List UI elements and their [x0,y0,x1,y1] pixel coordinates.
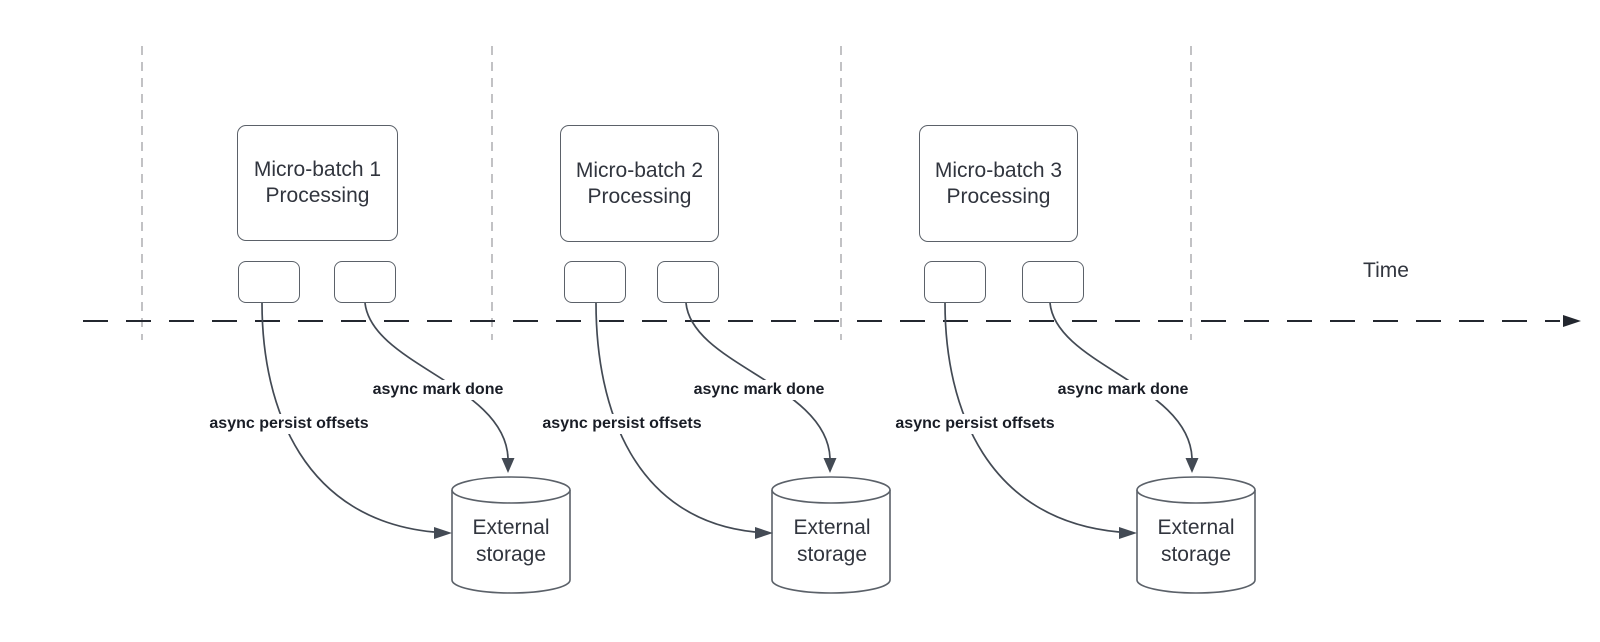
mark-done-arrow-1 [364,302,509,459]
storage-cylinder-2 [771,476,891,594]
mark-done-arrow-2 [685,302,831,459]
mark-done-arrowhead-icon-2 [823,458,837,473]
persist-offsets-label-2: async persist offsets [538,414,706,434]
persist-offsets-arrowhead-icon-3 [1119,527,1137,539]
persist-offsets-arrowhead-icon-2 [755,527,773,539]
time-axis-arrowhead-icon [1563,315,1581,327]
cylinder-body-1 [451,490,571,594]
microbatch-2-label: Micro-batch 2 Processing [575,158,704,208]
cylinder-top-2 [771,476,891,504]
microbatch-3-box: Micro-batch 3 Processing [919,125,1078,242]
persist-task-box-2 [564,261,626,303]
persist-offsets-arrowhead-icon-1 [434,527,452,539]
microbatch-3-label: Micro-batch 3 Processing [934,158,1063,208]
persist-offsets-label-3: async persist offsets [891,414,1059,434]
done-task-box-3 [1022,261,1084,303]
persist-offsets-arrow-3 [944,302,1120,533]
microbatch-1-box: Micro-batch 1 Processing [237,125,398,241]
storage-cylinder-1 [451,476,571,594]
storage-cylinder-3 [1136,476,1256,594]
mark-done-arrowhead-icon-1 [501,458,515,473]
mark-done-arrow-3 [1049,302,1193,459]
persist-offsets-arrow-2 [595,302,756,533]
persist-offsets-arrow-1 [261,302,435,533]
cylinder-top-3 [1136,476,1256,504]
mark-done-arrowhead-icon-3 [1185,458,1199,473]
mark-done-label-1: async mark done [368,380,508,400]
cylinder-top-1 [451,476,571,504]
cylinder-body-3 [1136,490,1256,594]
done-task-box-1 [334,261,396,303]
microbatch-1-label: Micro-batch 1 Processing [253,158,382,207]
mark-done-label-3: async mark done [1053,380,1193,400]
done-task-box-2 [657,261,719,303]
persist-task-box-3 [924,261,986,303]
cylinder-body-2 [771,490,891,594]
storage-label-2: External storage [793,516,871,566]
persist-task-box-1 [238,261,300,303]
mark-done-label-2: async mark done [689,380,829,400]
storage-label-3: External storage [1157,516,1235,566]
microbatch-2-box: Micro-batch 2 Processing [560,125,719,242]
persist-offsets-label-1: async persist offsets [205,414,373,434]
time-axis-label: Time [1363,259,1409,282]
storage-label-1: External storage [472,516,550,566]
